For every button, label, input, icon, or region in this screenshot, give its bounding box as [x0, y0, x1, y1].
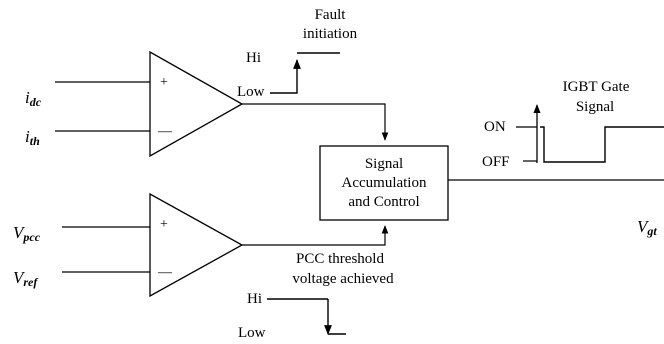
pcc-label-line2: voltage achieved — [292, 271, 394, 287]
block-text: Signal Accumulation and Control — [320, 146, 448, 220]
block-line2: Accumulation — [341, 174, 427, 191]
fault-step-waveform — [270, 59, 301, 94]
gate-title-line1: IGBT Gate — [562, 79, 630, 95]
block-line3: and Control — [348, 193, 420, 210]
wire-top-to-block — [242, 103, 389, 141]
signal-accumulation-block — [319, 145, 449, 221]
gate-off-label: OFF — [482, 154, 510, 170]
pcc-hi-label: Hi — [247, 291, 262, 307]
bottom-plus-sign: + — [160, 217, 168, 232]
input-idc-label: idc — [25, 88, 42, 109]
block-line1: Signal — [364, 155, 404, 172]
comparator-top — [149, 50, 244, 158]
gate-on-label: ON — [484, 119, 506, 135]
gate-title-line2: Signal — [575, 99, 615, 115]
bottom-minus-sign: — — [158, 265, 172, 280]
fault-label-line1: Fault — [314, 7, 346, 23]
fault-low-label: Low — [237, 84, 265, 100]
fault-label-line2: initiation — [302, 26, 358, 42]
top-minus-sign: — — [158, 124, 172, 139]
wire-bottom-to-block — [242, 225, 389, 246]
top-plus-sign: + — [160, 75, 168, 90]
gate-pulse-waveform — [540, 126, 664, 163]
pcc-label-line1: PCC threshold — [296, 251, 384, 267]
input-ith-label: ith — [25, 127, 40, 148]
fault-hi-label: Hi — [246, 50, 261, 66]
output-vgt-label: Vgt — [637, 217, 657, 238]
pcc-low-label: Low — [238, 325, 266, 341]
input-vref-label: Vref — [13, 268, 38, 289]
input-vpcc-label: Vpcc — [13, 223, 41, 244]
comparator-bottom — [149, 192, 244, 298]
